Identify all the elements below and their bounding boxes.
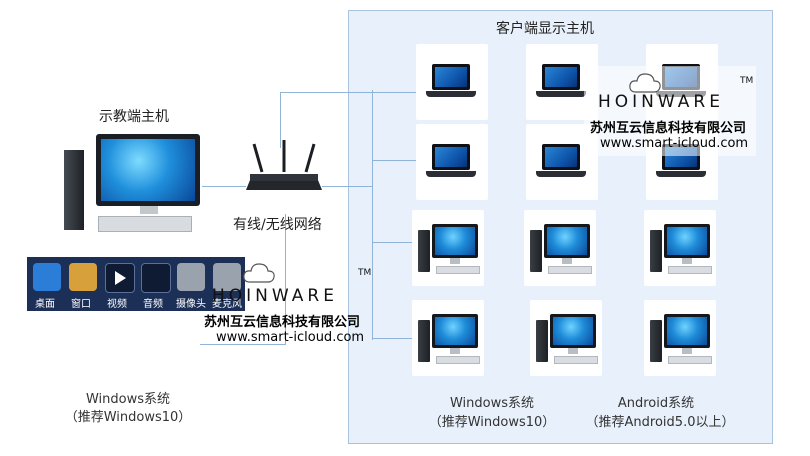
link-router-clients xyxy=(322,186,372,187)
client-windows-line1: Windows系统 xyxy=(449,396,535,411)
monitor xyxy=(432,224,478,258)
keyboard-icon xyxy=(98,216,192,232)
keyboard xyxy=(436,266,480,274)
laptop-base xyxy=(426,91,476,97)
client-laptop xyxy=(526,44,598,120)
client-windows-line2: （推荐Windows10） xyxy=(428,415,556,430)
link-row3 xyxy=(372,242,416,243)
keyboard xyxy=(554,356,598,364)
desktop-computer-icon xyxy=(530,230,542,272)
teacher-os-line2: （推荐Windows10） xyxy=(64,410,192,425)
logo-url: www.smart-icloud.com xyxy=(216,330,365,345)
taskbar-label: 摄像头 xyxy=(176,299,206,310)
monitor xyxy=(664,224,710,258)
link-logo xyxy=(200,344,286,345)
video-icon[interactable] xyxy=(105,263,135,293)
client-laptop xyxy=(416,124,488,200)
desktop-computer-icon xyxy=(418,230,430,272)
tower-icon xyxy=(64,150,84,230)
logo-brand: HOINWARE xyxy=(598,92,724,112)
client-title: 客户端显示主机 xyxy=(496,21,594,37)
monitor xyxy=(544,224,590,258)
audio-icon[interactable] xyxy=(141,263,171,293)
client-desktop xyxy=(644,210,716,286)
laptop-base xyxy=(426,171,476,177)
monitor xyxy=(432,314,478,348)
taskbar-label: 窗口 xyxy=(71,299,91,310)
stand xyxy=(450,258,460,264)
router-icon xyxy=(246,140,322,190)
microphone-icon[interactable] xyxy=(213,263,241,291)
cloud-icon xyxy=(629,73,661,93)
stand xyxy=(682,258,692,264)
client-android-line2: （推荐Android5.0以上） xyxy=(585,415,735,430)
teacher-os-line1: Windows系统 xyxy=(85,392,171,407)
keyboard xyxy=(436,356,480,364)
logo-url: www.smart-icloud.com xyxy=(600,136,749,151)
monitor-stand xyxy=(140,206,158,214)
link-teacher-router xyxy=(202,186,246,187)
router-label: 有线/无线网络 xyxy=(233,217,322,233)
taskbar-label: 音频 xyxy=(143,299,163,310)
camera-icon[interactable] xyxy=(177,263,205,291)
teacher-title: 示教端主机 xyxy=(99,109,169,125)
logo-company: 苏州互云信息科技有限公司 xyxy=(590,121,747,136)
client-desktop xyxy=(412,210,484,286)
desktop-icon[interactable] xyxy=(33,263,61,291)
laptop-icon xyxy=(542,64,580,90)
taskbar: 桌面 窗口 视频 音频 摄像头 麦克风 xyxy=(27,257,245,311)
logo-tm: TM xyxy=(740,76,754,86)
laptop-icon xyxy=(432,144,470,170)
stand xyxy=(568,348,578,354)
trunk-line xyxy=(372,90,373,340)
client-android-line1: Android系统 xyxy=(617,396,695,411)
link-router-top xyxy=(280,92,281,148)
logo-backdrop xyxy=(584,66,756,156)
taskbar-label: 麦克风 xyxy=(212,299,242,310)
desktop-computer-icon xyxy=(536,320,548,362)
monitor xyxy=(550,314,596,348)
link-row2 xyxy=(372,160,416,161)
link-row4 xyxy=(372,338,416,339)
laptop-icon xyxy=(432,64,470,90)
client-desktop xyxy=(530,300,602,376)
keyboard xyxy=(668,266,712,274)
client-desktop xyxy=(524,210,596,286)
laptop-base xyxy=(656,171,706,177)
link-router-down xyxy=(285,214,286,344)
desktop-computer-icon xyxy=(418,320,430,362)
keyboard xyxy=(548,266,592,274)
logo-company: 苏州互云信息科技有限公司 xyxy=(204,315,361,330)
stand xyxy=(562,258,572,264)
taskbar-label: 视频 xyxy=(107,299,127,310)
monitor xyxy=(664,314,710,348)
logo-brand: HOINWARE xyxy=(212,286,338,306)
laptop-base xyxy=(536,91,586,97)
stand xyxy=(682,348,692,354)
logo-tm: TM xyxy=(358,268,372,278)
link-row1 xyxy=(280,92,416,93)
keyboard xyxy=(668,356,712,364)
client-laptop xyxy=(416,44,488,120)
laptop-base xyxy=(536,171,586,177)
teacher-screen xyxy=(101,139,195,201)
desktop-computer-icon xyxy=(96,134,200,206)
taskbar-label: 桌面 xyxy=(35,299,55,310)
desktop-computer-icon xyxy=(650,230,662,272)
cloud-icon xyxy=(243,263,275,283)
stand xyxy=(450,348,460,354)
client-desktop xyxy=(412,300,484,376)
laptop-icon xyxy=(542,144,580,170)
client-desktop xyxy=(644,300,716,376)
desktop-computer-icon xyxy=(650,320,662,362)
window-icon[interactable] xyxy=(69,263,97,291)
